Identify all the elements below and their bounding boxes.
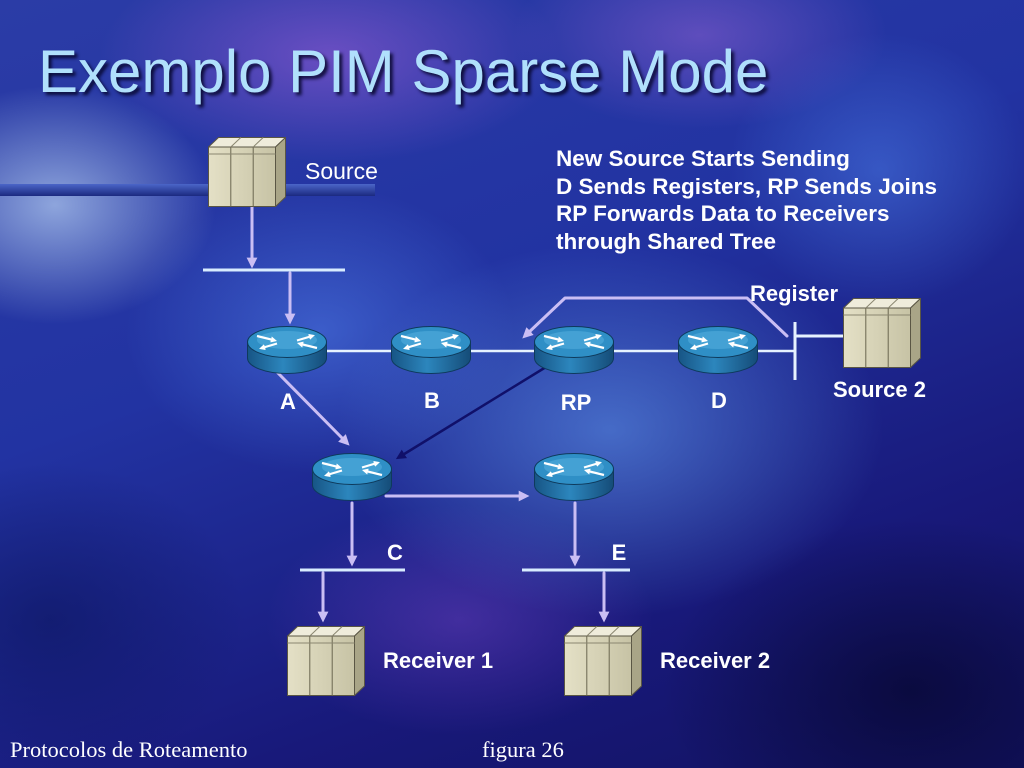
router-e-label: E — [611, 540, 627, 565]
note-line: New Source Starts Sending — [556, 146, 850, 171]
receiver1-label: Receiver 1 — [383, 648, 494, 673]
router-c-icon — [313, 454, 392, 501]
footer-course-title: Protocolos de Roteamento — [10, 737, 248, 762]
join-arrow-rp-to-c — [395, 365, 547, 460]
router-b-label: B — [424, 388, 440, 413]
receiver2-label: Receiver 2 — [660, 648, 771, 673]
register-label: Register — [750, 281, 839, 306]
source-server-icon — [208, 137, 286, 207]
note-line: D Sends Registers, RP Sends Joins — [556, 173, 937, 199]
note-line: through Shared Tree — [556, 228, 777, 254]
register-arrow — [522, 296, 789, 339]
receiver1-server-icon — [287, 626, 365, 696]
source-lan-bar — [0, 184, 375, 196]
source2-server-icon — [843, 298, 921, 368]
router-a-icon — [248, 327, 327, 374]
slide-notes: New Source Starts Sending D Sends Regist… — [556, 145, 937, 255]
slide-title: Exemplo PIM Sparse Mode — [38, 38, 769, 105]
source-label: Source — [305, 158, 378, 184]
router-d-icon — [679, 327, 758, 374]
router-d-label: D — [711, 388, 727, 413]
receiver2-server-icon — [564, 626, 642, 696]
router-a-label: A — [280, 389, 296, 414]
source2-label: Source 2 — [833, 377, 926, 402]
note-line: RP Forwards Data to Receivers — [556, 201, 890, 226]
router-rp-icon — [535, 327, 614, 374]
router-e-icon — [535, 454, 614, 501]
flow-arrow-a-to-c — [274, 369, 350, 446]
footer-figure-number: figura 26 — [482, 737, 564, 762]
router-rp-label: RP — [560, 390, 592, 415]
router-c-label: C — [387, 540, 403, 565]
router-b-icon — [392, 327, 471, 374]
